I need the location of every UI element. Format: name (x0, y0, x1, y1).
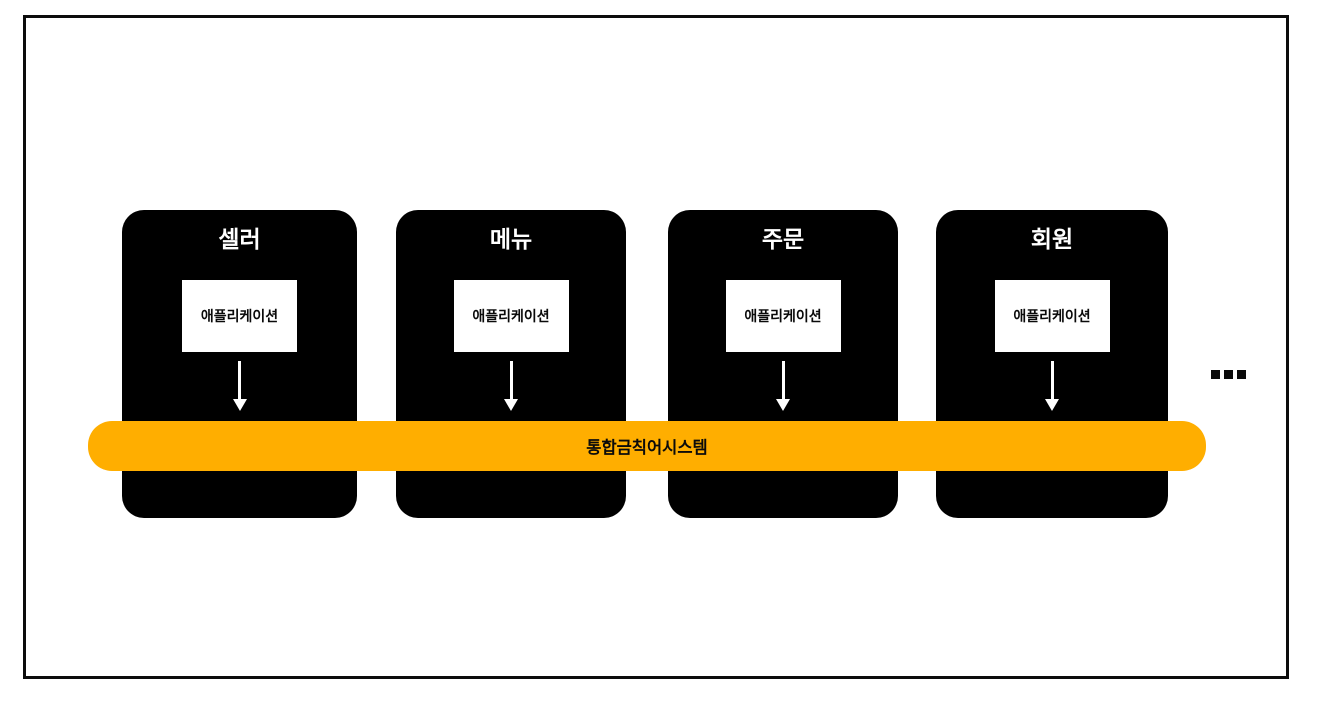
arrow-head (776, 399, 790, 411)
service-title-member: 회원 (1030, 226, 1074, 252)
ellipsis-dot (1237, 370, 1246, 379)
service-title-seller: 셀러 (218, 226, 261, 252)
application-label: 애플리케이션 (472, 308, 550, 324)
service-title-menu: 메뉴 (489, 226, 533, 252)
service-box-seller: 셀러 애플리케이션 (122, 210, 357, 518)
arrow-shaft (509, 361, 513, 399)
down-arrow-icon (504, 361, 518, 411)
down-arrow-icon (776, 361, 790, 411)
arrow-head (1045, 399, 1059, 411)
application-box-member: 애플리케이션 (994, 280, 1110, 352)
application-label: 애플리케이션 (744, 308, 822, 324)
diagram-frame: 셀러 애플리케이션 메뉴 애플리케이션 주문 애플리케이션 회원 (23, 15, 1289, 679)
more-services-ellipsis: ... (1211, 370, 1246, 379)
service-box-member: 회원 애플리케이션 (936, 210, 1168, 518)
shared-system-bar: 통합금칙어시스템 (88, 421, 1206, 471)
application-box-seller: 애플리케이션 (182, 280, 297, 352)
arrow-shaft (1050, 361, 1054, 399)
arrow-shaft (781, 361, 785, 399)
application-label: 애플리케이션 (1013, 308, 1091, 324)
ellipsis-dot (1224, 370, 1233, 379)
down-arrow-icon (1045, 361, 1059, 411)
service-box-menu: 메뉴 애플리케이션 (396, 210, 626, 518)
down-arrow-icon (232, 361, 247, 411)
application-box-menu: 애플리케이션 (453, 280, 569, 352)
ellipsis-dot (1211, 370, 1220, 379)
arrow-head (504, 399, 518, 411)
arrow-shaft (238, 361, 241, 399)
service-box-order: 주문 애플리케이션 (668, 210, 898, 518)
shared-system-bar-label: 통합금칙어시스템 (586, 439, 708, 457)
arrow-head (232, 399, 247, 411)
application-label: 애플리케이션 (200, 308, 279, 324)
service-title-order: 주문 (761, 226, 805, 252)
application-box-order: 애플리케이션 (725, 280, 841, 352)
